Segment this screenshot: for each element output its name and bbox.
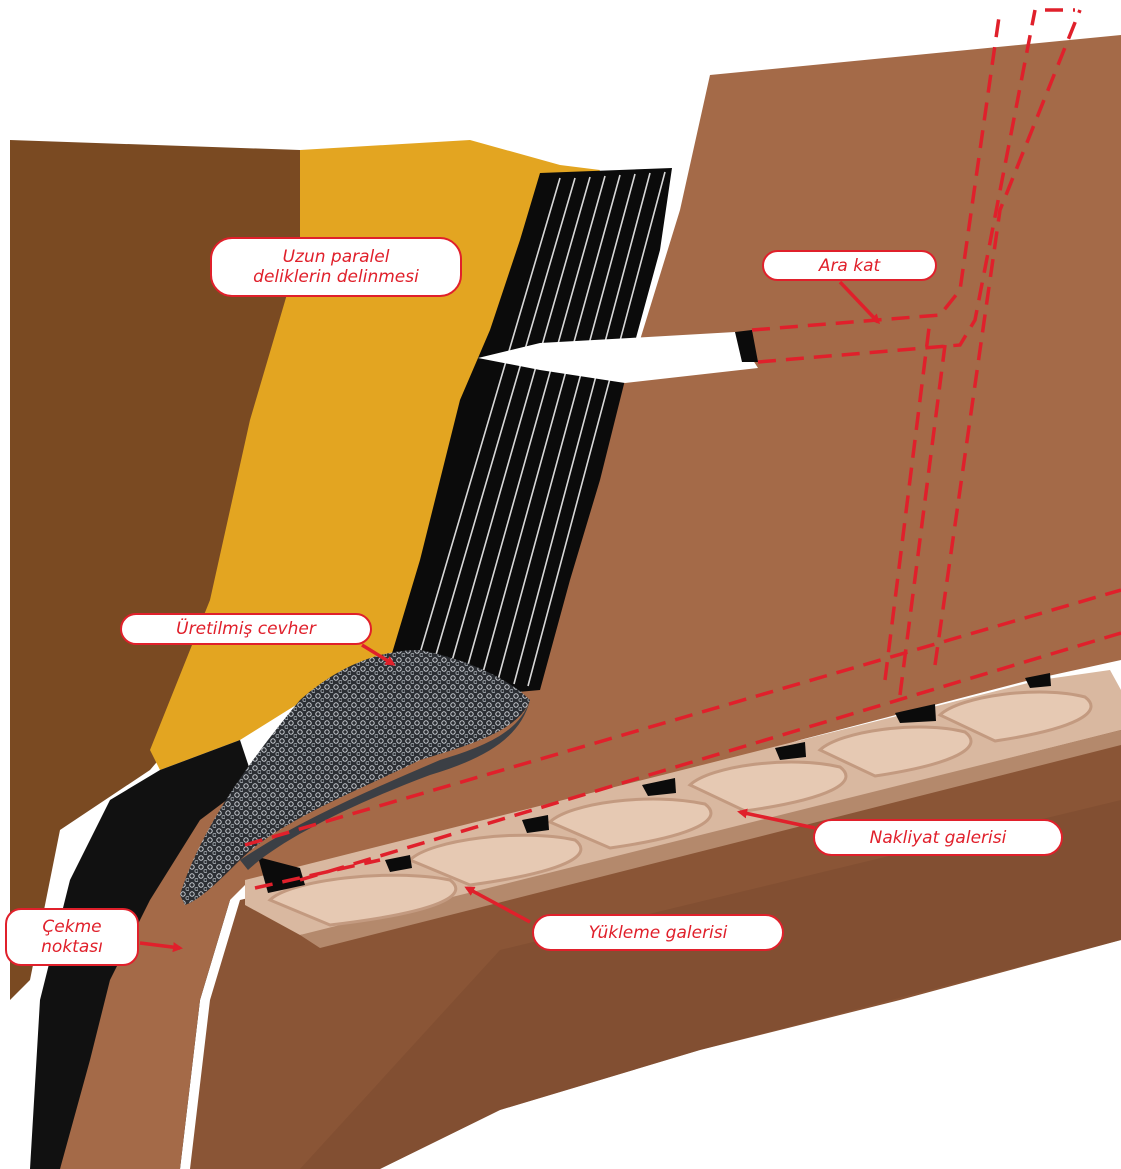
label-drawpoint-text: Çekme noktası [41, 917, 103, 957]
label-sublevel: Ara kat [762, 250, 937, 281]
label-sublevel-text: Ara kat [819, 256, 880, 276]
label-drilling-text: Uzun paralel deliklerin delinmesi [253, 247, 419, 287]
label-loading-text: Yükleme galerisi [589, 923, 728, 943]
label-ore-text: Üretilmiş cevher [176, 619, 316, 639]
label-haulage-text: Nakliyat galerisi [870, 828, 1007, 848]
label-loading: Yükleme galerisi [532, 914, 784, 951]
label-drawpoint: Çekme noktası [5, 908, 139, 966]
label-haulage: Nakliyat galerisi [813, 819, 1063, 856]
label-ore: Üretilmiş cevher [120, 613, 372, 645]
label-drilling: Uzun paralel deliklerin delinmesi [210, 237, 462, 297]
